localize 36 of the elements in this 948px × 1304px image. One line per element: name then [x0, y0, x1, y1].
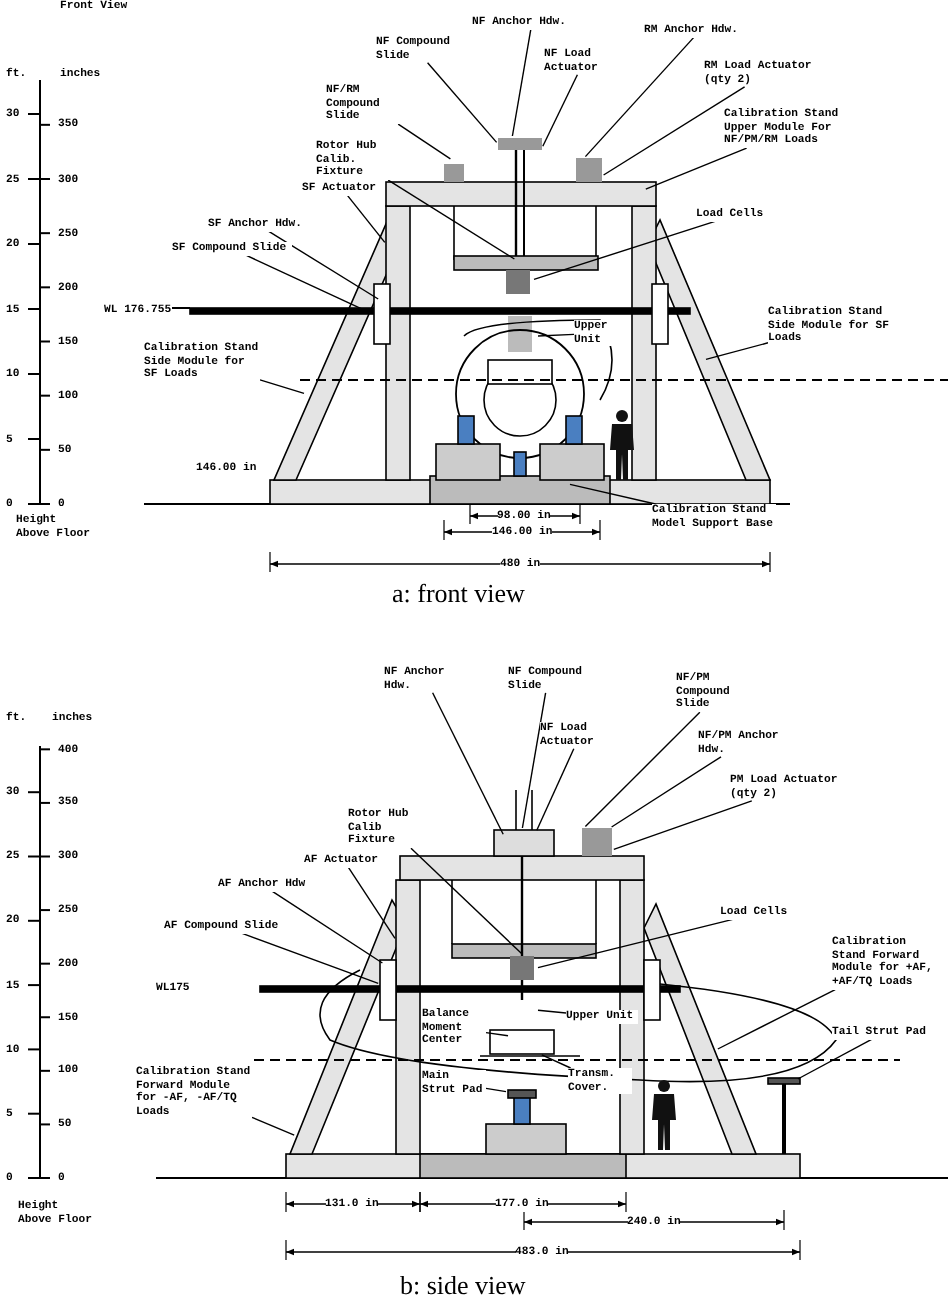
- leader-line: [645, 147, 748, 190]
- leader-line: [485, 1087, 507, 1093]
- leader-line: [533, 220, 716, 281]
- leader-line: [245, 254, 363, 310]
- leader-line: [705, 342, 769, 361]
- leader-line: [485, 1031, 509, 1037]
- leader-line: [797, 1038, 873, 1080]
- leader-line: [346, 194, 386, 244]
- view-caption: b: side view: [400, 1270, 526, 1302]
- leader-line: [410, 847, 524, 956]
- view-caption: a: front view: [392, 578, 525, 610]
- leader-line: [584, 36, 695, 158]
- leader-line: [521, 692, 547, 829]
- leader-line: [613, 800, 753, 851]
- leader-line: [537, 918, 734, 969]
- leader-line: [537, 333, 575, 337]
- leader-line: [259, 379, 305, 395]
- leader-line: [717, 988, 836, 1050]
- leader-line: [537, 1009, 567, 1014]
- leader-line: [387, 179, 516, 260]
- leader-line: [397, 123, 452, 160]
- leader-line: [431, 692, 504, 835]
- leader-line: [241, 932, 379, 985]
- leader-line: [584, 711, 701, 828]
- leader-line: [602, 86, 746, 176]
- leader-line: [610, 756, 722, 828]
- leader-line: [347, 866, 396, 940]
- leader-line: [268, 230, 379, 300]
- leader-line: [251, 1116, 295, 1136]
- leader-line: [511, 28, 532, 137]
- leader-line: [569, 483, 657, 505]
- leader-line: [426, 62, 498, 144]
- leader-line: [542, 74, 579, 147]
- leader-line: [536, 748, 575, 831]
- leader-line: [271, 890, 384, 964]
- leader-line: [541, 1054, 572, 1069]
